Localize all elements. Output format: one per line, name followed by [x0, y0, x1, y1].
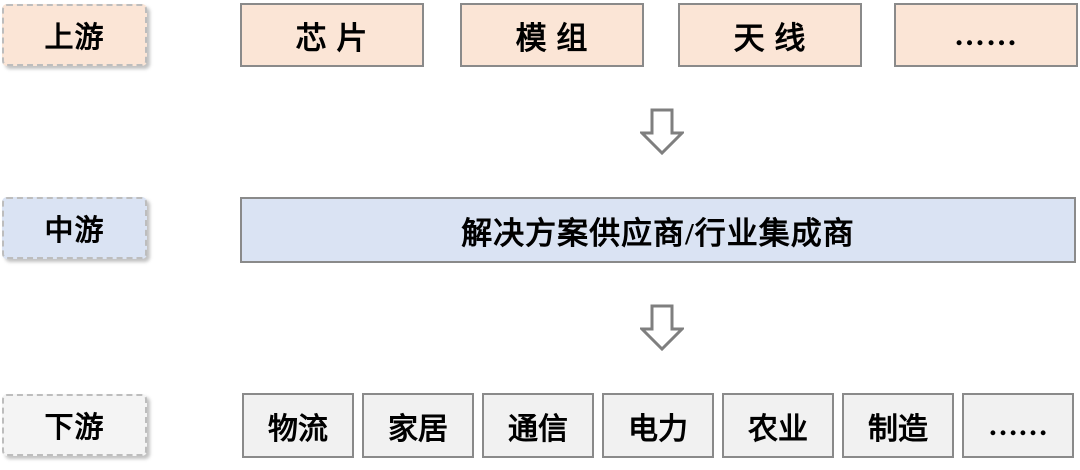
- downstream-box-manufacturing: 制造: [842, 393, 954, 458]
- midstream-label: 中游: [2, 197, 147, 259]
- downstream-box-ellipsis: ……: [962, 393, 1074, 458]
- downstream-box-power: 电力: [602, 393, 714, 458]
- upstream-box-ellipsis: ……: [894, 3, 1078, 67]
- upstream-box-modules: 模 组: [460, 3, 644, 67]
- upstream-box-chips: 芯 片: [240, 3, 424, 67]
- downstream-box-logistics: 物流: [242, 393, 354, 458]
- down-arrow-icon: [640, 304, 684, 351]
- downstream-box-telecom: 通信: [482, 393, 594, 458]
- downstream-label: 下游: [2, 394, 147, 456]
- down-arrow-icon: [640, 108, 684, 155]
- upstream-label: 上游: [2, 4, 147, 66]
- upstream-box-antennas: 天 线: [678, 3, 862, 67]
- midstream-box-solution-provider: 解决方案供应商/行业集成商: [240, 197, 1076, 263]
- downstream-box-agriculture: 农业: [722, 393, 834, 458]
- downstream-box-home: 家居: [362, 393, 474, 458]
